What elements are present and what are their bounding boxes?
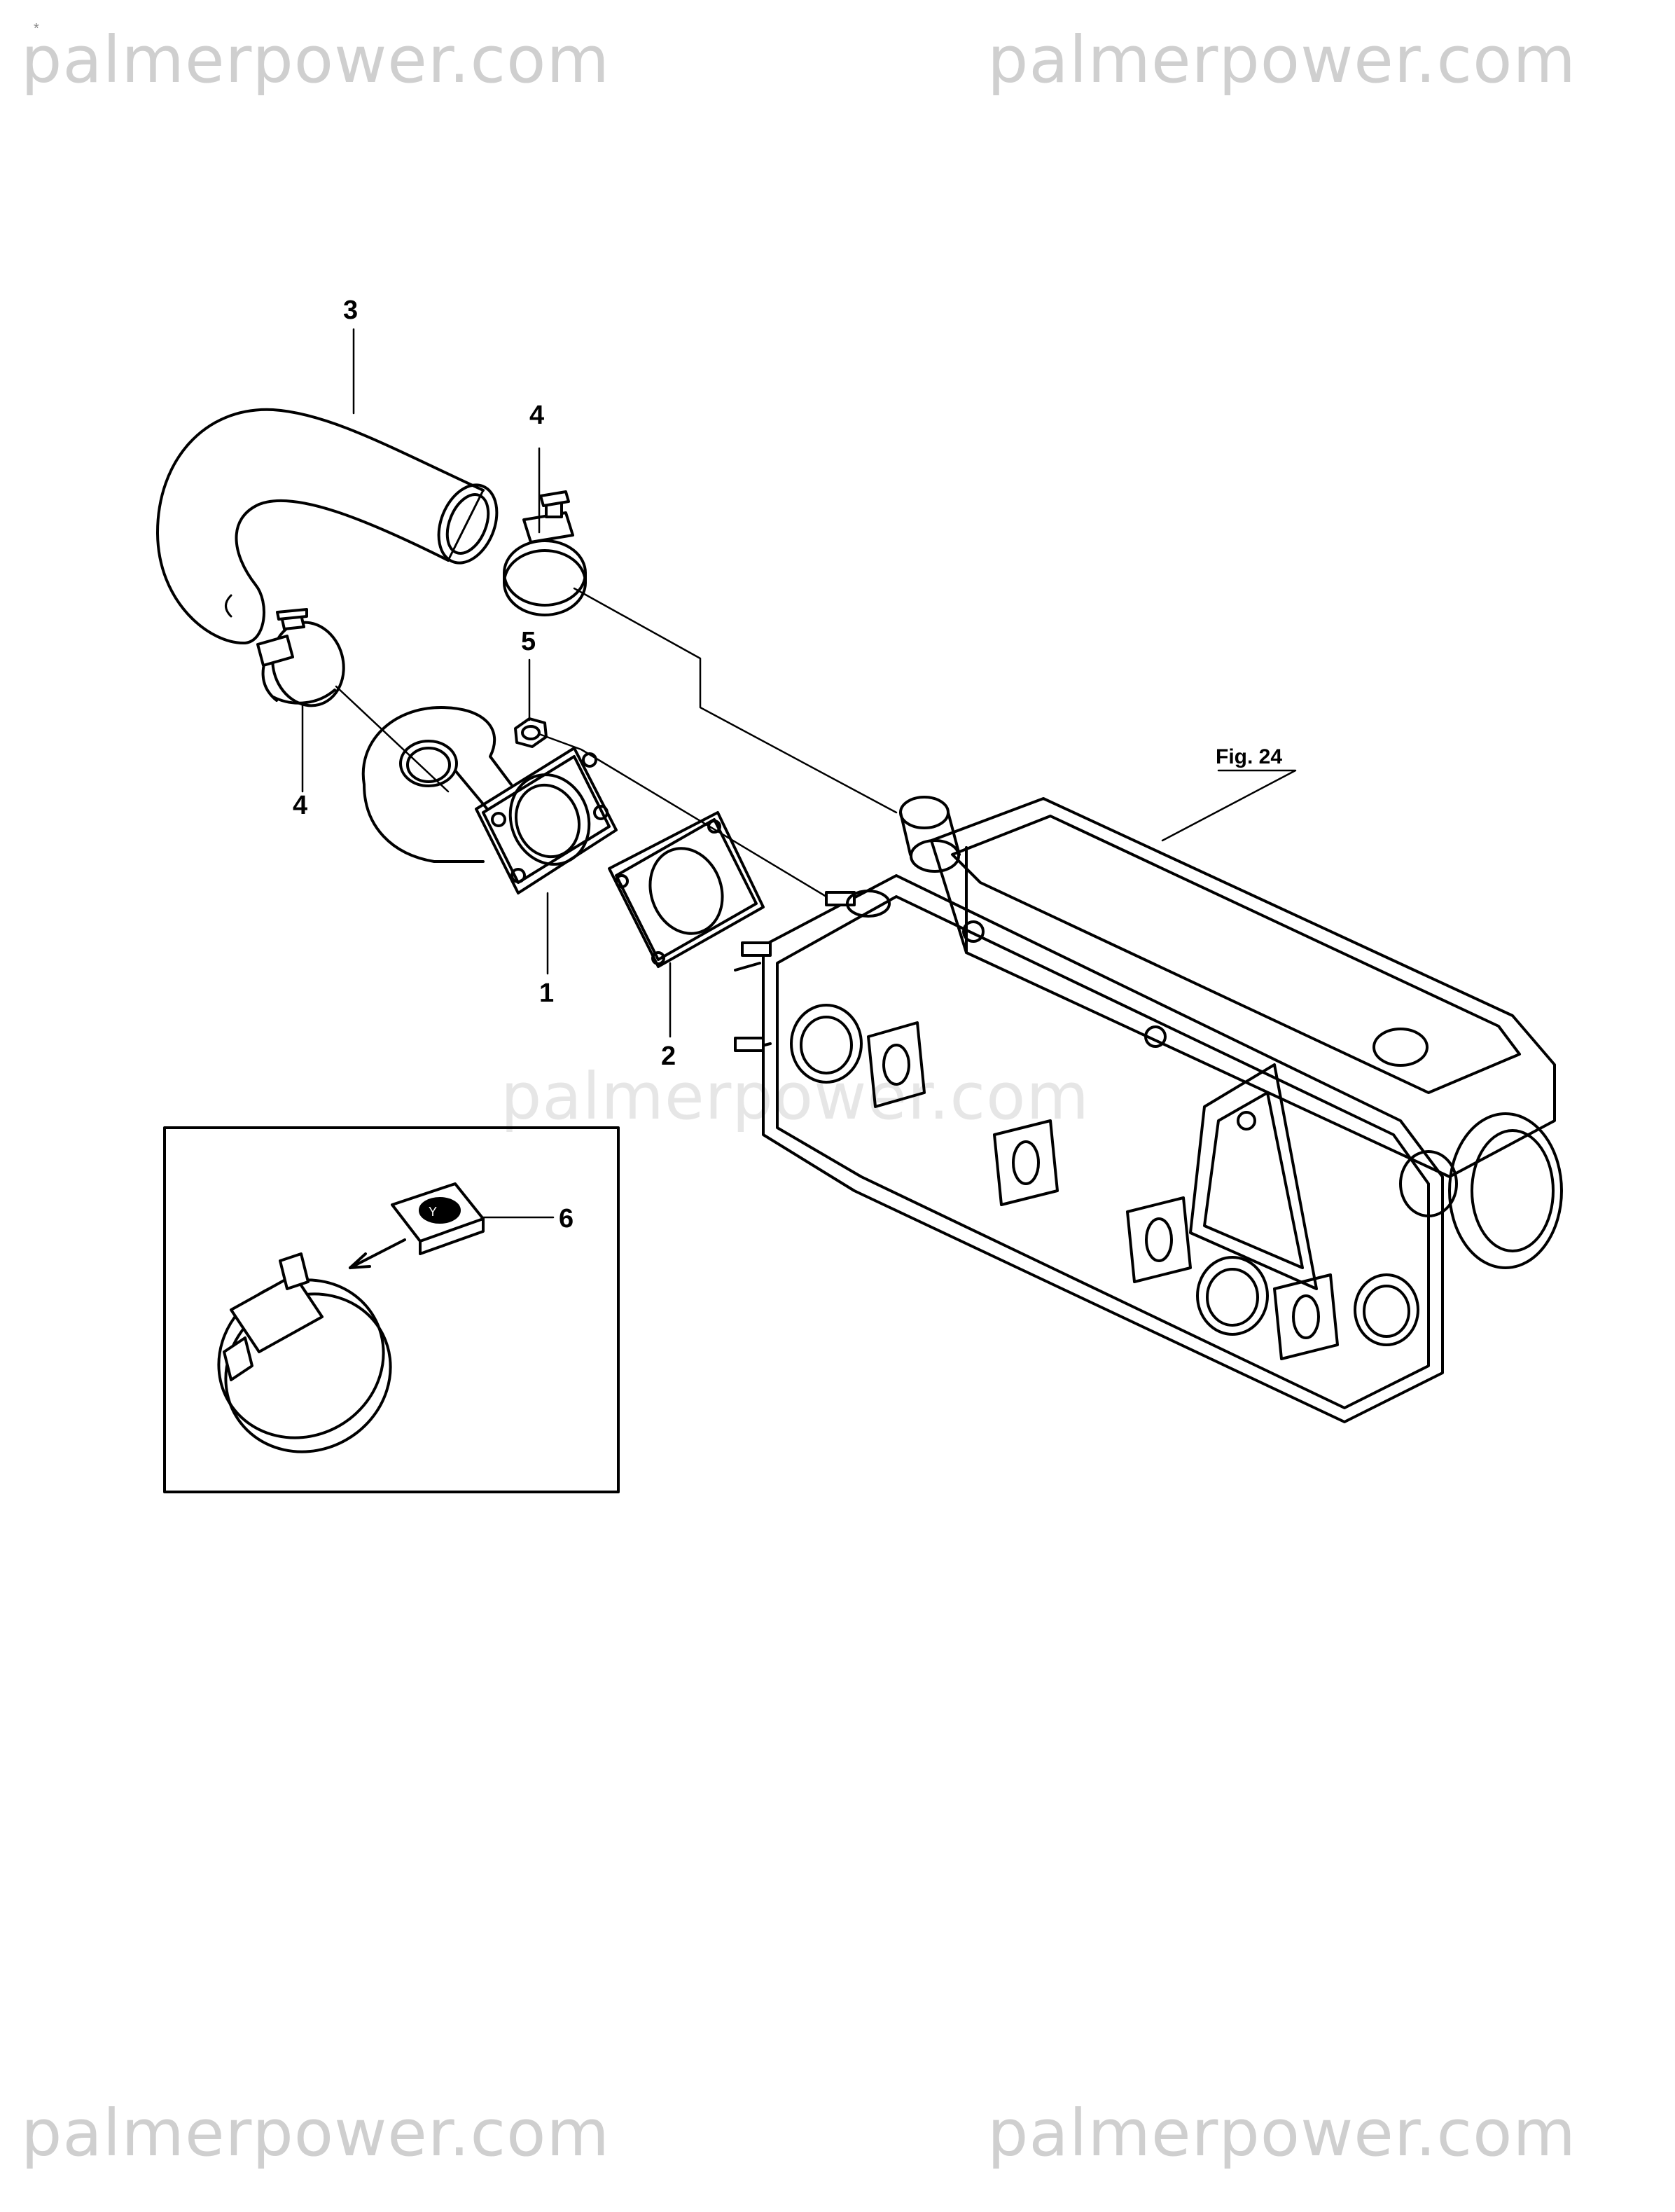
heat-exchanger-assembly (734, 796, 1563, 1423)
callout-part-4-upper: 4 (529, 401, 544, 430)
watermark-top-left: palmerpower.com (21, 22, 611, 97)
callout-part-1: 1 (539, 979, 554, 1008)
figure-reference-label: Fig. 24 (1216, 745, 1282, 768)
clamp-part-4-lower (256, 608, 345, 707)
watermark-bottom-left: palmerpower.com (21, 2096, 611, 2171)
callout-part-3: 3 (343, 296, 358, 325)
callout-part-4-lower: 4 (293, 791, 307, 820)
callout-part-6: 6 (559, 1204, 574, 1233)
elbow-part-1 (361, 706, 618, 894)
svg-text:Y: Y (429, 1205, 437, 1219)
gasket-part-2 (608, 811, 765, 968)
leader-lines (335, 587, 898, 898)
callout-part-5: 5 (521, 627, 536, 656)
corner-mark: * (34, 21, 39, 36)
watermark-bottom-right: palmerpower.com (987, 2096, 1577, 2171)
clamp-part-4-upper (503, 490, 587, 616)
watermark-top-right: palmerpower.com (987, 22, 1577, 97)
callout-part-2: 2 (661, 1042, 676, 1071)
inset-box: Y (163, 1126, 620, 1493)
callout-leaders (301, 328, 1297, 1219)
hose-part-3 (156, 408, 499, 645)
nut-part-5 (514, 717, 548, 748)
watermark-center: palmerpower.com (501, 1059, 1090, 1134)
